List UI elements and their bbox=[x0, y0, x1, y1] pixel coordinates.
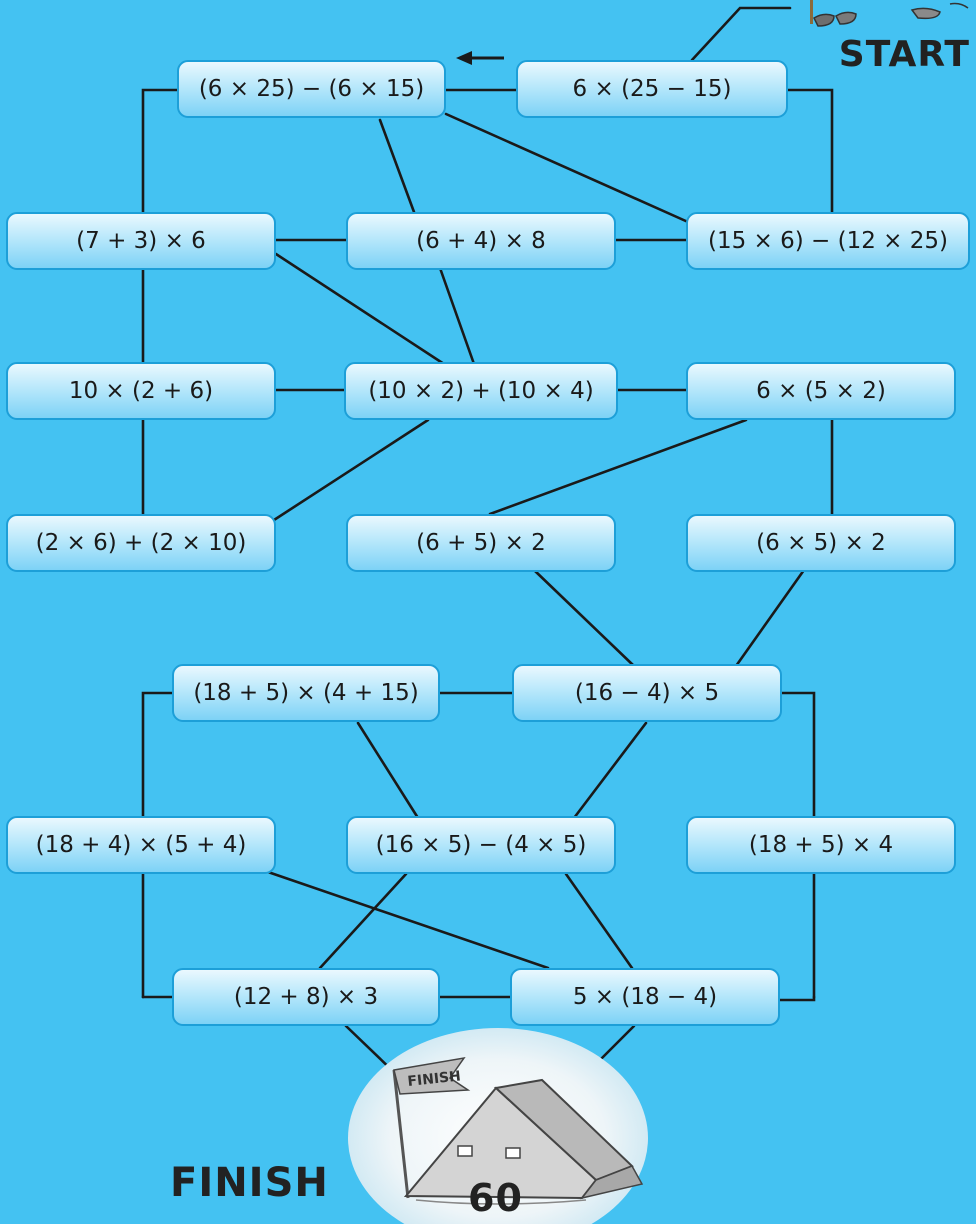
path-line bbox=[272, 418, 430, 522]
maze-box[interactable]: 6 × (25 − 15) bbox=[516, 60, 788, 118]
maze-box[interactable]: (10 × 2) + (10 × 4) bbox=[344, 362, 618, 420]
maze-box[interactable]: (15 × 6) − (12 × 25) bbox=[686, 212, 970, 270]
path-line bbox=[786, 88, 834, 214]
page-number: 60 bbox=[468, 1176, 523, 1220]
path-line bbox=[564, 872, 634, 970]
path-line bbox=[274, 252, 446, 366]
maze-box[interactable]: (6 × 5) × 2 bbox=[686, 514, 956, 572]
maze-box[interactable]: 10 × (2 + 6) bbox=[6, 362, 276, 420]
maze-box[interactable]: (6 + 5) × 2 bbox=[346, 514, 616, 572]
finish-label: FINISH bbox=[170, 1160, 329, 1206]
path-line bbox=[778, 995, 816, 1002]
path-line bbox=[690, 6, 792, 62]
path-line bbox=[266, 870, 550, 970]
path-line bbox=[780, 691, 816, 820]
path-line bbox=[378, 118, 416, 214]
maze-box[interactable]: 5 × (18 − 4) bbox=[510, 968, 780, 1026]
maze-box[interactable]: (7 + 3) × 6 bbox=[6, 212, 276, 270]
path-line bbox=[532, 568, 636, 668]
path-line bbox=[572, 721, 648, 820]
path-line bbox=[318, 872, 408, 970]
maze-box[interactable]: (16 − 4) × 5 bbox=[512, 664, 782, 722]
maze-box[interactable]: (16 × 5) − (4 × 5) bbox=[346, 816, 616, 874]
flag-text: FINISH bbox=[407, 1068, 462, 1090]
maze-box[interactable]: (2 × 6) + (2 × 10) bbox=[6, 514, 276, 572]
path-line bbox=[141, 88, 181, 215]
hikers-icon bbox=[810, 0, 969, 27]
maze-box[interactable]: (18 + 5) × (4 + 15) bbox=[172, 664, 440, 722]
path-line bbox=[734, 568, 806, 668]
path-line bbox=[444, 112, 690, 224]
maze-box[interactable]: 6 × (5 × 2) bbox=[686, 362, 956, 420]
path-line bbox=[438, 266, 476, 366]
path-line bbox=[141, 691, 176, 820]
arrow-left-icon bbox=[456, 51, 504, 65]
path-line bbox=[488, 418, 748, 516]
maze-box[interactable]: (18 + 4) × (5 + 4) bbox=[6, 816, 276, 874]
maze-box[interactable]: (6 + 4) × 8 bbox=[346, 212, 616, 270]
maze-box[interactable]: (12 + 8) × 3 bbox=[172, 968, 440, 1026]
finish-tent-icon: FINISH bbox=[348, 1028, 648, 1224]
maze-box[interactable]: (6 × 25) − (6 × 15) bbox=[177, 60, 446, 118]
start-label: START bbox=[838, 34, 970, 75]
path-line bbox=[356, 721, 420, 820]
maze-box[interactable]: (18 + 5) × 4 bbox=[686, 816, 956, 874]
